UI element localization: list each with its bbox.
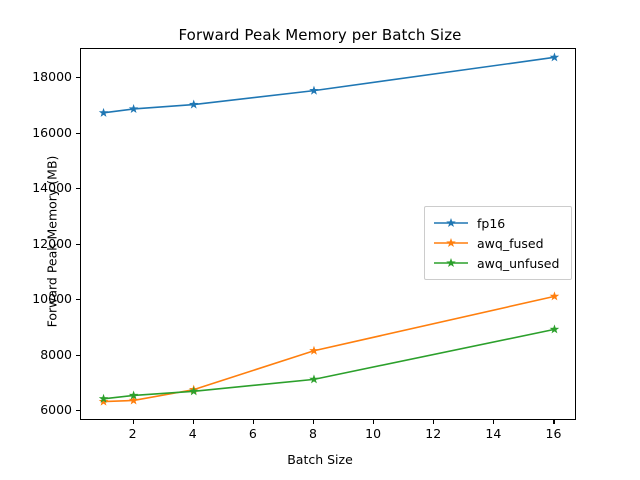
legend-swatch-fp16 [433,215,469,231]
legend-item[interactable]: fp16 [433,213,563,233]
series-line [103,56,555,114]
y-tick-label: 14000 [32,180,72,196]
y-tick-mark [76,188,80,190]
x-tick-label: 6 [248,426,257,441]
y-tick-mark [76,354,80,356]
legend-item[interactable]: awq_fused [433,233,563,253]
data-point-marker [549,291,560,301]
legend-label: awq_unfused [477,255,560,271]
y-tick-mark [76,410,80,412]
x-tick-mark [493,420,495,424]
x-tick-mark [553,420,555,424]
y-tick-label: 6000 [40,402,72,418]
x-tick-label: 2 [128,426,137,441]
data-point-marker [128,395,139,405]
series-line [103,295,555,403]
data-point-marker [309,374,319,384]
x-tick-label: 10 [365,426,382,441]
series-line [103,328,555,400]
x-tick-label: 12 [425,426,442,441]
data-point-marker [188,386,199,396]
data-point-marker [549,324,560,334]
legend-swatch-awq-unfused [433,255,469,271]
legend-label: fp16 [477,215,506,231]
x-tick-mark [373,420,375,424]
chart-title: Forward Peak Memory per Batch Size [178,26,462,44]
x-tick-label: 8 [308,426,317,441]
x-tick-label: 16 [545,426,562,441]
y-tick-label: 18000 [32,69,72,85]
y-tick-label: 10000 [32,291,72,307]
data-point-marker [309,345,319,355]
x-tick-mark [312,420,315,424]
y-tick-mark [76,132,80,134]
legend-label: awq_fused [477,235,544,251]
legend-line-marker [434,258,468,268]
legend-line-marker [434,238,468,248]
data-point-marker [128,390,139,400]
x-tick-label: 14 [485,426,502,441]
data-point-marker [309,85,319,95]
x-tick-mark [433,420,435,424]
y-tick-label: 8000 [40,346,72,362]
legend-swatch-awq-fused [433,235,469,251]
data-point-marker [128,103,139,114]
legend: fp16 awq_fused awq_unfused [424,206,572,280]
legend-line-marker [434,218,468,228]
data-point-marker [188,99,199,109]
y-tick-label: 12000 [32,235,72,251]
x-axis-label: Batch Size [287,452,353,467]
y-tick-label: 16000 [32,124,72,140]
y-tick-mark [76,77,80,79]
data-point-marker [98,107,109,117]
data-point-marker [98,393,109,403]
x-tick-mark [192,420,194,424]
y-tick-mark [76,299,80,301]
data-point-marker [98,396,109,406]
series-lines [98,52,560,406]
x-tick-mark [132,420,134,424]
y-tick-mark [76,243,80,245]
x-tick-label: 4 [188,426,197,441]
legend-item[interactable]: awq_unfused [433,253,563,273]
data-point-marker [549,52,560,62]
x-tick-mark [252,420,254,424]
